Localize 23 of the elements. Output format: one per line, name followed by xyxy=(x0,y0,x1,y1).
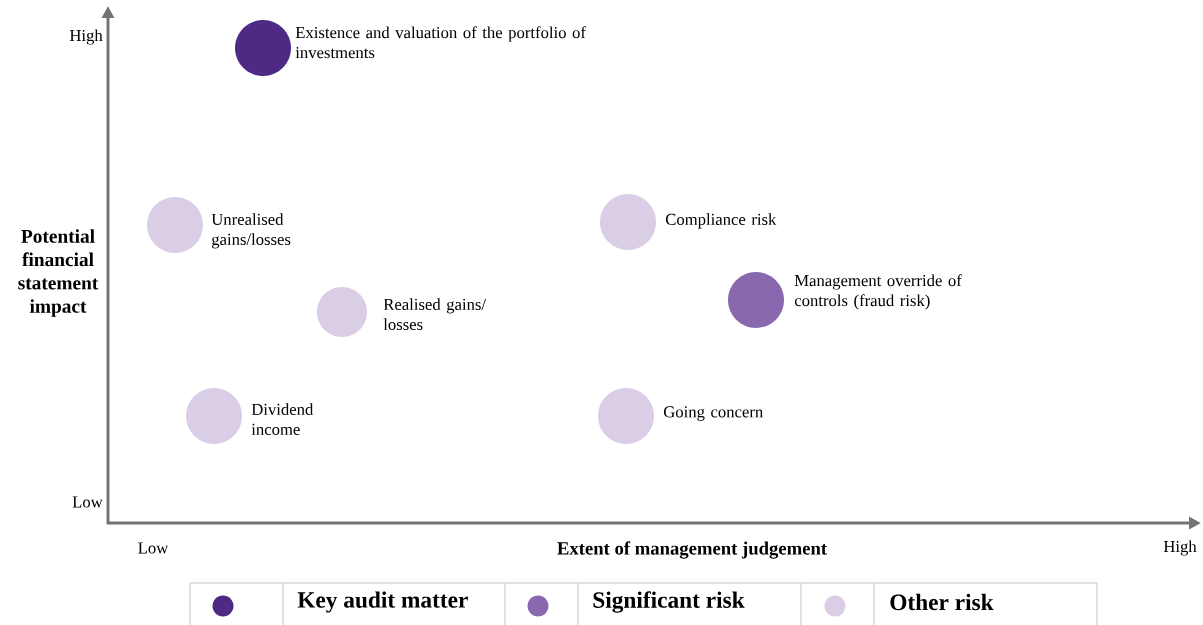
risk-label: Unrealised gains/losses xyxy=(211,213,291,249)
axis-label: Low xyxy=(72,496,103,508)
risk-label: Management override of controls (fraud risk) xyxy=(794,274,962,310)
risk-bubble xyxy=(728,272,784,328)
legend-label: Key audit matter xyxy=(297,591,468,613)
risk-label: Dividend income xyxy=(251,403,314,435)
axis-title: Potential financial statement impact xyxy=(18,229,99,317)
risk-bubble xyxy=(147,197,203,253)
risk-label: Compliance risk xyxy=(665,213,777,229)
axis-label: Low xyxy=(138,542,169,554)
risk-bubble xyxy=(317,287,367,337)
risk-label: Going concern xyxy=(663,406,763,421)
legend-label: Other risk xyxy=(890,593,994,611)
axis-label: High xyxy=(1163,540,1197,556)
risk-bubble xyxy=(186,388,242,444)
risk-label: Existence and valuation of the portfolio of investments xyxy=(295,26,586,59)
risk-bubble xyxy=(600,194,656,250)
axis-label: High xyxy=(69,29,103,45)
axis-title: Extent of management judgement xyxy=(557,541,827,559)
risk-label: Realised gains/ losses xyxy=(383,298,487,330)
legend-label: Significant risk xyxy=(593,591,745,613)
risk-bubble xyxy=(598,388,654,444)
risk-bubble xyxy=(235,20,291,76)
